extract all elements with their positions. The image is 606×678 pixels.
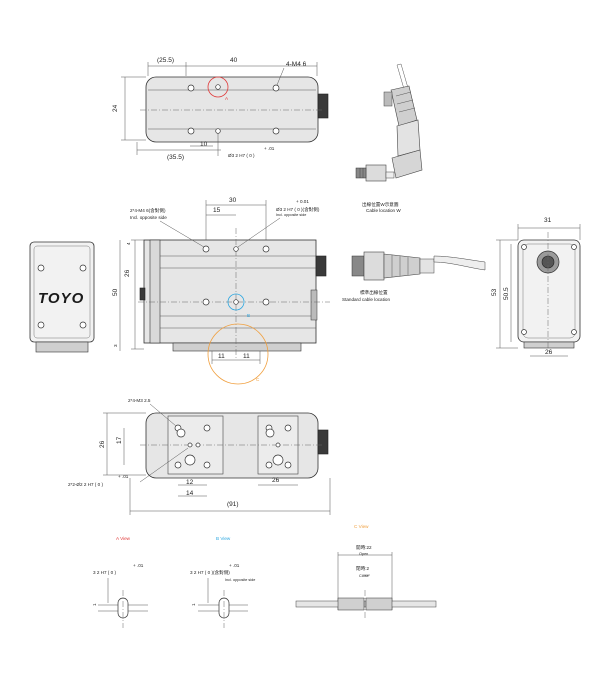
front-m4-label: 2*4-M4 6(含對側) <box>130 207 166 214</box>
dim-3: 3 <box>113 344 118 347</box>
dim-25-5: (25.5) <box>157 57 174 64</box>
dim-40: 40 <box>230 57 238 64</box>
top-pin-hole <box>215 84 221 90</box>
a-view-tol: 3 2 H7 ( 0 ) <box>93 570 116 575</box>
bottom-pin-hole <box>275 442 281 448</box>
bottom-pin-hole <box>195 442 201 448</box>
a-view-marker-circle <box>207 76 229 98</box>
top-tol-plus: + .01 <box>264 146 275 151</box>
front-pin-hole <box>233 299 239 305</box>
dim-31: 31 <box>544 217 552 224</box>
b-view-dim: 1 <box>191 603 196 606</box>
c-view-marker-label: C <box>256 377 260 382</box>
dim-50: 50 <box>112 288 119 296</box>
a-view-tol-plus: + .01 <box>133 563 144 568</box>
dim-26-bottom: 26 <box>99 440 106 448</box>
bottom-view: 2*4-M3 2.5 26 17 12 14 26 (91) + .01 2*2… <box>68 398 331 515</box>
top-view-body <box>145 76 319 143</box>
c-view-close-en: Close <box>359 574 369 578</box>
bottom-m3-label: 2*4-M3 2.5 <box>128 398 151 403</box>
top-m4-label: 4-M4 6 <box>286 61 307 68</box>
top-view-connector <box>317 93 329 119</box>
top-tol-pin: Ø3 2 H7 ( 0 ) <box>228 153 255 158</box>
dim-17: 17 <box>116 436 123 444</box>
dim-35-5: (35.5) <box>167 154 184 161</box>
a-view-title: A View <box>116 536 131 541</box>
b-view-tol-en: Incl. opposite side <box>225 578 255 582</box>
side-view: TOYO <box>29 241 95 353</box>
b-view-title: B View <box>216 536 231 541</box>
dim-91: (91) <box>227 501 239 508</box>
dim-50-5: 50.5 <box>503 287 510 300</box>
front-m4-hole <box>202 298 210 306</box>
dim-15: 15 <box>213 207 221 214</box>
detail-c-view: C View 開時:22 Open 閉時:2 Close <box>295 524 437 620</box>
dim-24: 24 <box>112 104 119 112</box>
b-view-marker-label: B <box>247 313 250 318</box>
c-view-close: 閉時:2 <box>356 566 369 572</box>
front-pin-hole <box>233 246 239 252</box>
dim-12: 12 <box>186 479 194 486</box>
top-m4-hole <box>187 84 195 92</box>
bottom-tol-plus: + .01 <box>118 474 129 479</box>
top-m4-hole <box>187 127 195 135</box>
c-view-open: 開時:22 <box>356 545 372 551</box>
standard-cable-label-en: Standard cable location <box>342 297 390 302</box>
top-m4-hole <box>272 127 280 135</box>
front-m4-hole <box>262 245 270 253</box>
dim-11b: 11 <box>243 353 250 360</box>
c-view-marker-circle <box>207 323 269 385</box>
front-view-body <box>143 239 317 344</box>
a-view-marker-label: A <box>225 96 229 101</box>
dim-53: 53 <box>491 288 498 296</box>
end-view: 31 53 50.5 26 <box>491 217 581 357</box>
front-view: B C 30 15 2*4-M4 6(含對側) Incl. opposite s… <box>112 197 330 385</box>
detail-b-view: B View + .01 3 2 H7 ( 0 )(含對側) Incl. opp… <box>190 536 255 628</box>
b-view-tol-plus: + .01 <box>229 563 240 568</box>
dim-30: 30 <box>229 197 237 204</box>
dim-11a: 11 <box>218 353 225 360</box>
dim-26: 26 <box>124 269 131 277</box>
detail-a-view: A View + .01 3 2 H7 ( 0 ) 1 <box>92 536 148 628</box>
standard-cable: 標準出線位置 Standard cable location <box>342 251 486 302</box>
bottom-m3-hole <box>284 424 292 432</box>
standard-cable-label: 標準出線位置 <box>360 289 388 296</box>
cable-w-label: 出線位置W示意圖 <box>362 201 399 208</box>
front-tol-plus: + 0.01 <box>296 199 309 204</box>
bottom-m3-hole <box>265 461 273 469</box>
front-m4-hole <box>202 245 210 253</box>
bottom-m3-hole <box>284 461 292 469</box>
dim-4: 4 <box>126 242 131 245</box>
bottom-pin-hole <box>187 442 193 448</box>
top-view: A (25.5) 40 4-M4 6 24 (35.5) 10 + .01 Ø3… <box>112 57 329 161</box>
front-m4-label-en: Incl. opposite side <box>130 215 167 220</box>
dim-10: 10 <box>200 141 208 148</box>
dim-14: 14 <box>186 490 194 497</box>
front-m4-hole <box>262 298 270 306</box>
cable-location-w: 出線位置W示意圖 Cable location W <box>355 63 423 213</box>
b-view-marker-circle <box>227 293 245 311</box>
bottom-tol-pin: 2*2-Ø2 2 H7 ( 0 ) <box>68 482 103 487</box>
front-tol-pin: Ø3 2 H7 ( 0 )(含對側) <box>276 206 320 213</box>
top-pin-hole <box>215 128 221 134</box>
a-view-dim: 1 <box>92 603 97 606</box>
c-view-open-en: Open <box>359 552 368 556</box>
front-tol-pin-en: Incl. opposite side <box>276 213 306 217</box>
dim-26-end: 26 <box>545 349 553 356</box>
bottom-m3-hole <box>174 461 182 469</box>
b-view-tol: 3 2 H7 ( 0 )(含對側) <box>190 569 230 576</box>
toyo-logo: TOYO <box>38 290 84 307</box>
c-view-title: C View <box>354 524 369 529</box>
dim-26b: 26 <box>272 477 280 484</box>
bottom-m3-hole <box>203 424 211 432</box>
bottom-m3-hole <box>203 461 211 469</box>
top-m4-hole <box>272 84 280 92</box>
cable-w-label-en: Cable location W <box>366 208 401 213</box>
